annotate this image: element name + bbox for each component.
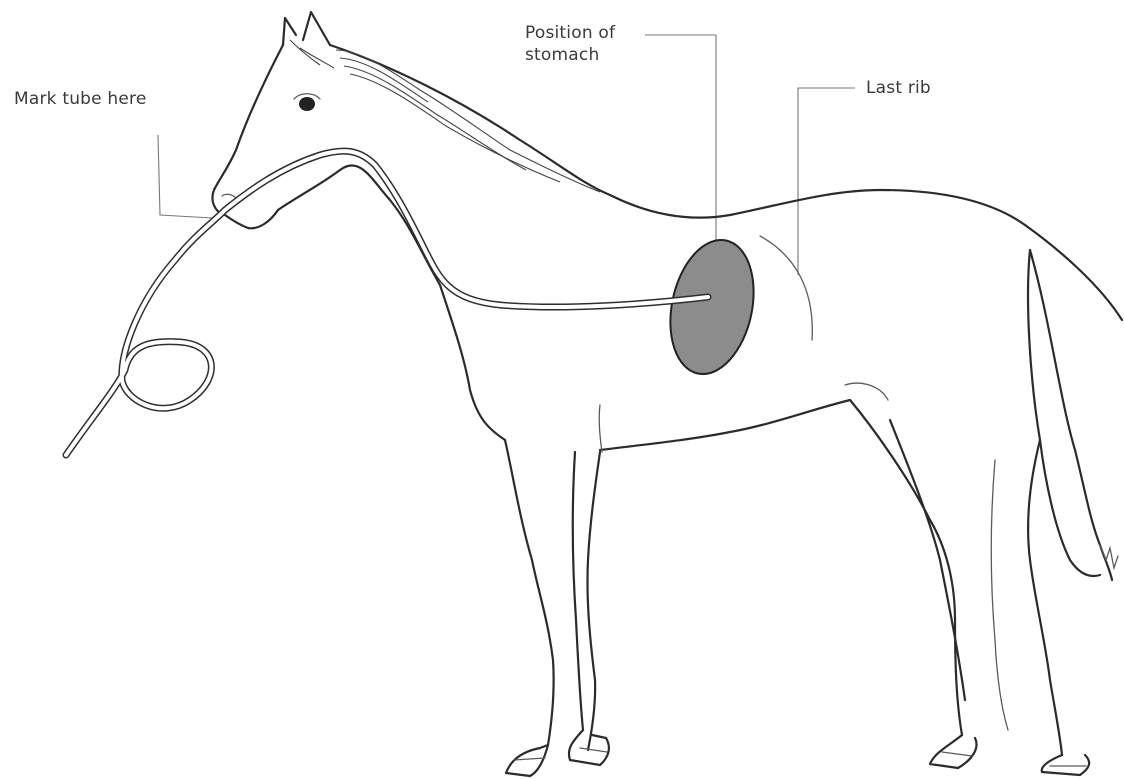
tube-leader-line xyxy=(158,135,212,218)
rib-leader-line xyxy=(798,88,855,275)
stomach-shape xyxy=(659,232,766,382)
horse-outline xyxy=(212,12,1122,776)
mark-tube-label: Mark tube here xyxy=(14,88,147,110)
eye-icon xyxy=(299,97,315,111)
last-rib-label: Last rib xyxy=(866,77,931,99)
stomach-position-label: Position of stomach xyxy=(525,22,615,66)
